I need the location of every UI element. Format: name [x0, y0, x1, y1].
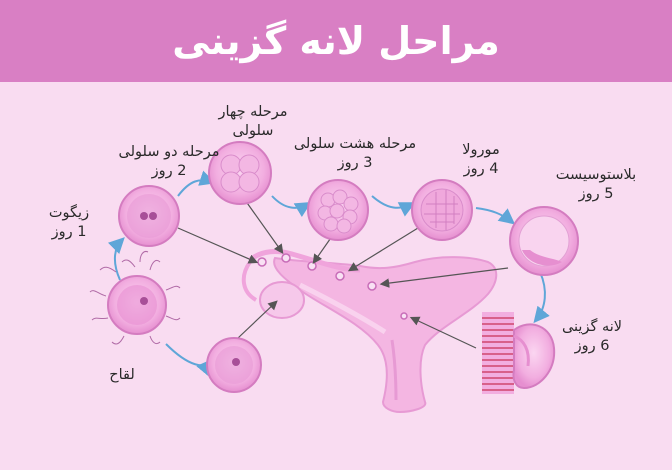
implantation-name: لانه گزینی	[561, 319, 623, 335]
diagram-canvas	[89, 141, 579, 414]
cycle-arrows	[107, 170, 550, 377]
label-fertilization: لقاح	[92, 366, 152, 385]
label-four-cell: مرحله چهار سلولی	[208, 103, 298, 141]
fertilization-text: لقاح	[109, 367, 135, 383]
eight-cell-embryo	[307, 179, 369, 241]
fertilization-cell	[89, 251, 181, 345]
morula-day: 4 روز	[463, 161, 499, 177]
pointer-lines	[177, 199, 509, 349]
four-cell-embryo	[208, 141, 272, 205]
label-zygote: زیگوت 1 روز	[36, 204, 102, 242]
eight-cell-day: 3 روز	[337, 155, 373, 171]
blastocyst-day: 5 روز	[578, 186, 614, 202]
page-title: مراحل لانه گزینی	[172, 19, 500, 63]
zygote-day: 1 روز	[51, 224, 87, 240]
morula-name: مورولا	[462, 142, 500, 158]
four-cell-name-1: مرحله چهار	[218, 104, 288, 120]
morula-embryo	[411, 179, 473, 241]
title-banner: مراحل لانه گزینی	[0, 0, 672, 82]
zygote-name: زیگوت	[48, 205, 90, 221]
label-implantation: لانه گزینی 6 روز	[550, 318, 634, 356]
label-two-cell: مرحله دو سلولی 2 روز	[110, 143, 228, 181]
blastocyst-embryo	[509, 206, 579, 276]
eight-cell-name: مرحله هشت سلولی	[293, 136, 417, 152]
two-cell-name: مرحله دو سلولی	[118, 144, 220, 160]
blastocyst-name: بلاستوسیست	[555, 167, 637, 183]
label-morula: مورولا 4 روز	[448, 141, 514, 179]
zygote-cell	[118, 185, 180, 247]
four-cell-name-2: سلولی	[232, 123, 274, 139]
oocyte-cell	[206, 337, 262, 393]
two-cell-day: 2 روز	[151, 163, 187, 179]
label-blastocyst: بلاستوسیست 5 روز	[548, 166, 644, 204]
uterus-illustration	[241, 249, 498, 414]
implantation-illustration	[482, 312, 556, 394]
implantation-day: 6 روز	[574, 338, 610, 354]
label-eight-cell: مرحله هشت سلولی 3 روز	[290, 135, 420, 173]
